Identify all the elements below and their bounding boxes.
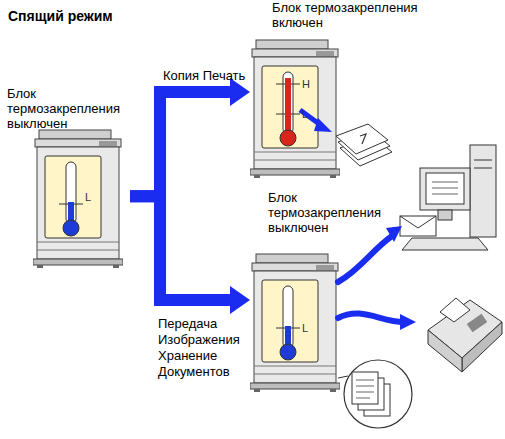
printer-node: Блок термозакрепления включен bbox=[250, 0, 425, 184]
arrowhead bbox=[230, 286, 250, 314]
pc-tower bbox=[470, 145, 496, 237]
leader-line bbox=[338, 376, 348, 378]
document-storage bbox=[338, 360, 412, 428]
fuser-status: Блок термозакрепления выключен bbox=[7, 86, 127, 131]
send-arrowhead bbox=[400, 314, 416, 330]
thermo-panel bbox=[262, 280, 318, 362]
pc-keyboard bbox=[402, 238, 488, 250]
printer-node: Блок термозакрепления выключен bbox=[5, 86, 130, 276]
paper-sheet bbox=[336, 124, 388, 154]
envelope bbox=[400, 216, 436, 236]
thermo-bulb bbox=[280, 130, 296, 146]
thermo-bulb bbox=[280, 344, 296, 360]
paper-output bbox=[300, 110, 392, 166]
printer-body bbox=[33, 130, 123, 268]
thermo-panel bbox=[45, 156, 101, 238]
fax-machine bbox=[428, 298, 502, 372]
screen-line bbox=[432, 188, 458, 189]
fax-side bbox=[462, 322, 502, 372]
thermo-mark: L bbox=[302, 322, 308, 334]
thermo-mark: L bbox=[302, 108, 308, 120]
pc-monitor bbox=[420, 168, 470, 210]
thermo-bulb bbox=[63, 220, 79, 236]
thermo-mark: H bbox=[302, 78, 310, 90]
screen-line bbox=[432, 194, 458, 195]
page-mark bbox=[360, 134, 366, 144]
screen-line bbox=[432, 182, 458, 183]
fax-paper bbox=[440, 298, 470, 322]
doc-line bbox=[356, 386, 374, 387]
printer-off bbox=[250, 254, 340, 392]
fuser-status: Блок термозакрепления включен bbox=[272, 0, 432, 30]
printer-body bbox=[250, 40, 340, 178]
send-swoosh bbox=[338, 314, 404, 322]
pc-screen bbox=[426, 173, 464, 204]
pc-stand bbox=[438, 210, 452, 220]
fuser-status: Блок термозакрепления выключен bbox=[268, 190, 388, 235]
envelope-flap bbox=[400, 216, 436, 228]
thermo-level bbox=[285, 78, 291, 136]
computer bbox=[400, 145, 496, 250]
output-arrowhead bbox=[314, 118, 332, 132]
connector-line bbox=[130, 196, 232, 300]
storage-circle bbox=[344, 360, 412, 428]
printer-off bbox=[33, 130, 123, 268]
thermo-mark: L bbox=[85, 191, 91, 203]
fax-keypad bbox=[467, 314, 487, 333]
fax-front bbox=[428, 330, 462, 372]
pc-slot bbox=[474, 160, 492, 161]
send-arrowhead bbox=[386, 226, 402, 242]
doc-page bbox=[352, 372, 378, 404]
connector-line bbox=[130, 92, 232, 196]
edge-label: Передача Изображения Хранение Документов bbox=[158, 316, 258, 380]
send-swoosh bbox=[338, 236, 392, 282]
printer-node: Блок термозакрепления выключен bbox=[250, 190, 425, 410]
flow-arrow bbox=[130, 196, 250, 314]
doc-line bbox=[356, 398, 370, 399]
edge-label: Копия Печать bbox=[163, 68, 283, 84]
diagram-title: Спящий режим bbox=[8, 8, 113, 24]
pc-slot bbox=[474, 168, 492, 169]
doc-line bbox=[356, 380, 374, 381]
printer-body bbox=[250, 254, 340, 392]
flow-arrow bbox=[130, 78, 250, 196]
printer-on bbox=[250, 40, 340, 178]
doc-line bbox=[356, 392, 374, 393]
thermo-panel bbox=[262, 66, 318, 148]
